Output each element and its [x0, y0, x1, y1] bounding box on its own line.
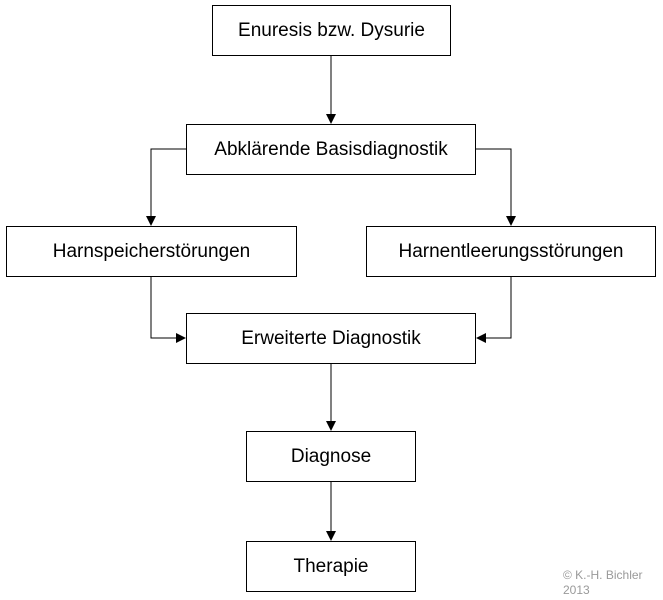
arrow-basis-to-speicher — [146, 148, 186, 226]
arrow-entleerung-to-erweitert — [476, 277, 512, 343]
node-therapie-label: Therapie — [293, 555, 369, 577]
node-basisdiagnostik: Abklärende Basisdiagnostik — [186, 124, 476, 175]
node-harnspeicherstoerungen: Harnspeicherstörungen — [6, 226, 297, 277]
node-diagnose-label: Diagnose — [290, 445, 372, 467]
copyright-line-1: © K.-H. Bichler — [563, 568, 643, 582]
node-enuresis-label: Enuresis bzw. Dysurie — [238, 19, 425, 41]
copyright-notice: © K.-H. Bichler 2013 — [563, 568, 643, 598]
arrow-speicher-to-erweitert — [150, 277, 186, 343]
node-diagnose: Diagnose — [246, 431, 416, 482]
node-harnspeicherstoerungen-label: Harnspeicherstörungen — [52, 240, 251, 262]
node-erweiterte-diagnostik: Erweiterte Diagnostik — [186, 313, 476, 364]
node-basisdiagnostik-label: Abklärende Basisdiagnostik — [214, 138, 448, 160]
node-enuresis: Enuresis bzw. Dysurie — [212, 5, 451, 56]
node-harnentleerungsstoerungen: Harnentleerungsstörungen — [366, 226, 656, 277]
copyright-line-2: 2013 — [563, 583, 590, 597]
node-harnentleerungsstoerungen-label: Harnentleerungsstörungen — [398, 240, 624, 262]
arrow-basis-to-entleerung — [476, 148, 516, 226]
node-erweiterte-diagnostik-label: Erweiterte Diagnostik — [241, 327, 421, 349]
node-therapie: Therapie — [246, 541, 416, 592]
